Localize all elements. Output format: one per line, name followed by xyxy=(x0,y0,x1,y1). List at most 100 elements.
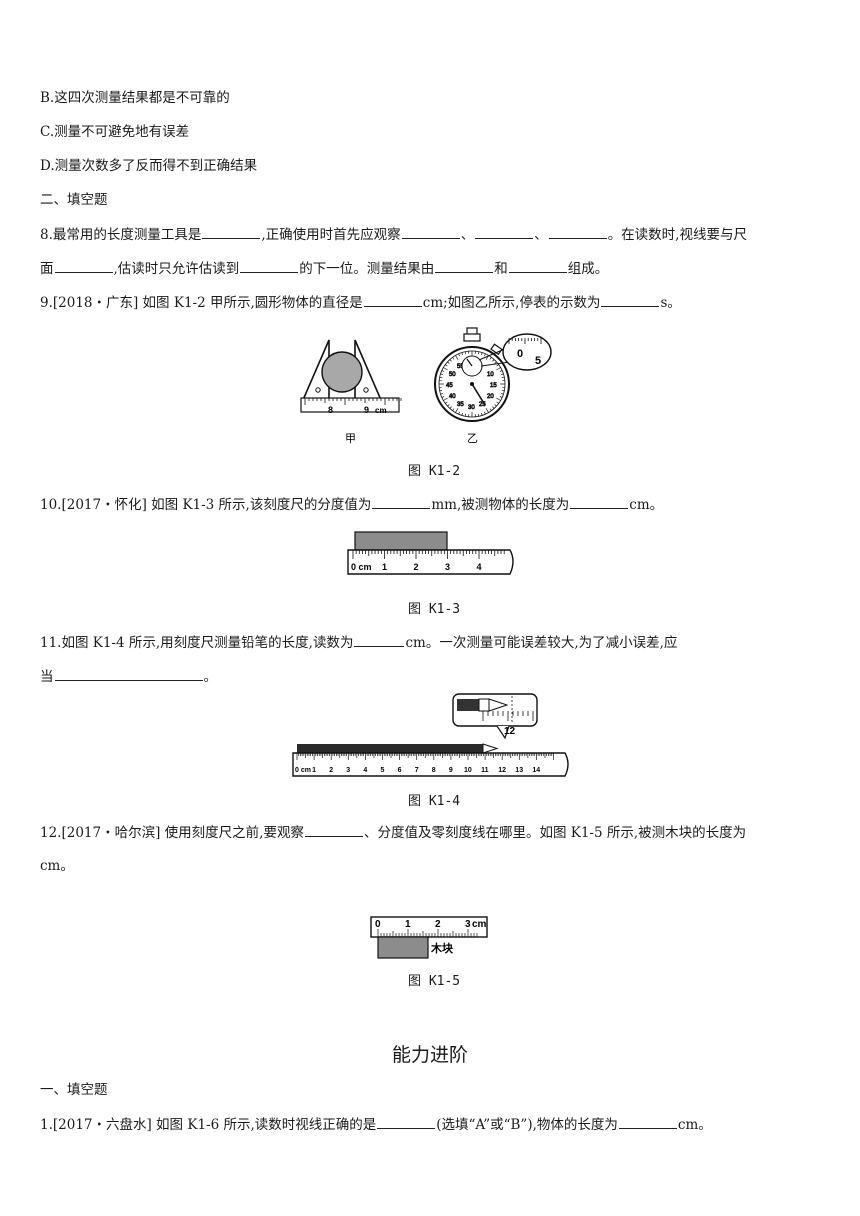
question-12-line-1: 12.[2017・哈尔滨] 使用刻度尺之前,要观察 、分度值及零刻度线在哪里。如图… xyxy=(40,822,746,843)
q1-text: cm。 xyxy=(677,1117,712,1133)
ruler-tick xyxy=(458,353,460,357)
ruler-tick xyxy=(499,396,503,398)
ruler-tick xyxy=(501,389,505,392)
ruler-tick xyxy=(496,401,499,404)
ruler-label: 0 cm xyxy=(295,767,311,774)
answer-blank[interactable] xyxy=(304,822,363,837)
question-11-line-2: 当。 xyxy=(40,666,217,687)
measured-object xyxy=(354,531,448,551)
ruler-tick xyxy=(452,408,455,411)
question-12-line-2: cm。 xyxy=(40,856,74,876)
answer-blank[interactable] xyxy=(601,292,660,307)
q8-text: 。在读数时,视线要与尺 xyxy=(607,227,747,243)
ruler-tick xyxy=(452,357,455,360)
ruler-label: 0 xyxy=(375,919,381,930)
option-b: B.这四次测量结果都是不可靠的 xyxy=(40,90,230,106)
dial-label: 25 xyxy=(479,402,486,408)
q11-text: 当 xyxy=(40,669,54,685)
ruler-label: 0 cm xyxy=(351,562,372,572)
answer-blank[interactable] xyxy=(618,1114,677,1129)
ruler-tick xyxy=(481,352,483,356)
ruler-tick xyxy=(445,364,448,367)
answer-blank[interactable] xyxy=(54,666,203,681)
ruler-label: 3 xyxy=(445,562,450,572)
ruler-label: 9 xyxy=(364,405,369,415)
ruler-tick xyxy=(447,404,450,407)
q12-text: 12.[2017・哈尔滨] 使用刻度尺之前,要观察 xyxy=(40,825,304,841)
ruler-tick xyxy=(489,357,492,360)
answer-blank[interactable] xyxy=(372,494,431,509)
q11-text: cm。一次测量可能误差较大,为了减小误差,应 xyxy=(405,635,678,651)
ruler-label: 12 xyxy=(498,767,506,774)
ruler-tick xyxy=(494,361,497,364)
ruler-tick xyxy=(481,412,483,416)
q1-text: (选填“A”或“B”),物体的长度为 xyxy=(436,1117,618,1133)
ruler-label: 14 xyxy=(532,767,540,774)
figure-label-yi: 乙 xyxy=(467,432,478,445)
figure-caption: 图 K1-4 xyxy=(408,794,461,809)
ruler-tick xyxy=(439,376,443,379)
q8-text: 和 xyxy=(494,261,508,277)
figure-k1-2: 8 9 cm 甲 555045403530252015105 0 5 乙 xyxy=(300,327,552,445)
answer-blank[interactable] xyxy=(54,258,113,273)
q9-text: s。 xyxy=(660,295,681,311)
pencil xyxy=(297,744,483,753)
answer-blank[interactable] xyxy=(508,258,567,273)
ruler-tick xyxy=(443,397,448,401)
ruler-label: 4 xyxy=(477,562,482,572)
ruler-tick xyxy=(500,393,504,395)
question-1: 1.[2017・六盘水] 如图 K1-6 所示,读数时视线正确的是(选填“A”或… xyxy=(40,1114,712,1135)
ruler-label: 13 xyxy=(515,767,523,774)
option-c: C.测量不可避免地有误差 xyxy=(40,124,190,140)
dial-label: 40 xyxy=(449,394,456,400)
dial-label: 20 xyxy=(487,394,494,400)
ruler-tick xyxy=(447,361,450,364)
ruler-label: 5 xyxy=(381,767,385,774)
answer-blank[interactable] xyxy=(401,224,460,239)
answer-blank[interactable] xyxy=(548,224,607,239)
ruler-tick xyxy=(492,406,495,409)
ruler-label: 3 xyxy=(346,767,350,774)
ruler-label: 2 xyxy=(414,562,419,572)
stopwatch-diagram: 555045403530252015105 0 5 乙 xyxy=(434,327,552,445)
answer-blank[interactable] xyxy=(363,292,422,307)
inset-label: 5 xyxy=(535,355,541,367)
ruler-tick xyxy=(464,351,467,355)
ruler-tick xyxy=(449,359,452,362)
ruler-tick xyxy=(440,393,444,395)
answer-blank[interactable] xyxy=(475,224,534,239)
q12-text: 、分度值及零刻度线在哪里。如图 K1-5 所示,被测木块的长度为 xyxy=(363,825,747,841)
ruler-label: 9 xyxy=(449,767,453,774)
ruler xyxy=(347,549,514,575)
q8-text: ,正确使用时首先应观察 xyxy=(261,227,401,243)
answer-blank[interactable] xyxy=(377,1114,436,1129)
ruler-label: 2 xyxy=(435,919,441,930)
ruler-label: 7 xyxy=(415,767,419,774)
ruler-tick xyxy=(464,413,467,417)
ruler-tick xyxy=(477,351,480,355)
dial-label: 15 xyxy=(490,383,497,389)
ruler-tick xyxy=(477,413,480,417)
q10-text: 10.[2017・怀化] 如图 K1-3 所示,该刻度尺的分度值为 xyxy=(40,497,372,513)
ruler-label: 1 xyxy=(312,767,316,774)
ruler-label: cm xyxy=(375,406,387,415)
section-title-ability: 能力进阶 xyxy=(391,1044,468,1066)
q12-text: cm。 xyxy=(40,858,74,874)
answer-blank[interactable] xyxy=(354,632,405,647)
q8-text: 8.最常用的长度测量工具是 xyxy=(40,227,202,243)
answer-blank[interactable] xyxy=(570,494,629,509)
answer-blank[interactable] xyxy=(202,224,261,239)
q8-text: 的下一位。测量结果由 xyxy=(299,261,435,277)
block-label: 木块 xyxy=(430,941,454,955)
answer-blank[interactable] xyxy=(240,258,299,273)
ruler-tick xyxy=(441,370,445,372)
answer-blank[interactable] xyxy=(435,258,494,273)
figure-caption: 图 K1-2 xyxy=(408,464,461,479)
ruler-label: 10 xyxy=(464,767,472,774)
ruler-label: 3 xyxy=(465,919,471,930)
ruler-label: cm xyxy=(472,919,487,930)
figure-label-jia: 甲 xyxy=(345,432,356,445)
